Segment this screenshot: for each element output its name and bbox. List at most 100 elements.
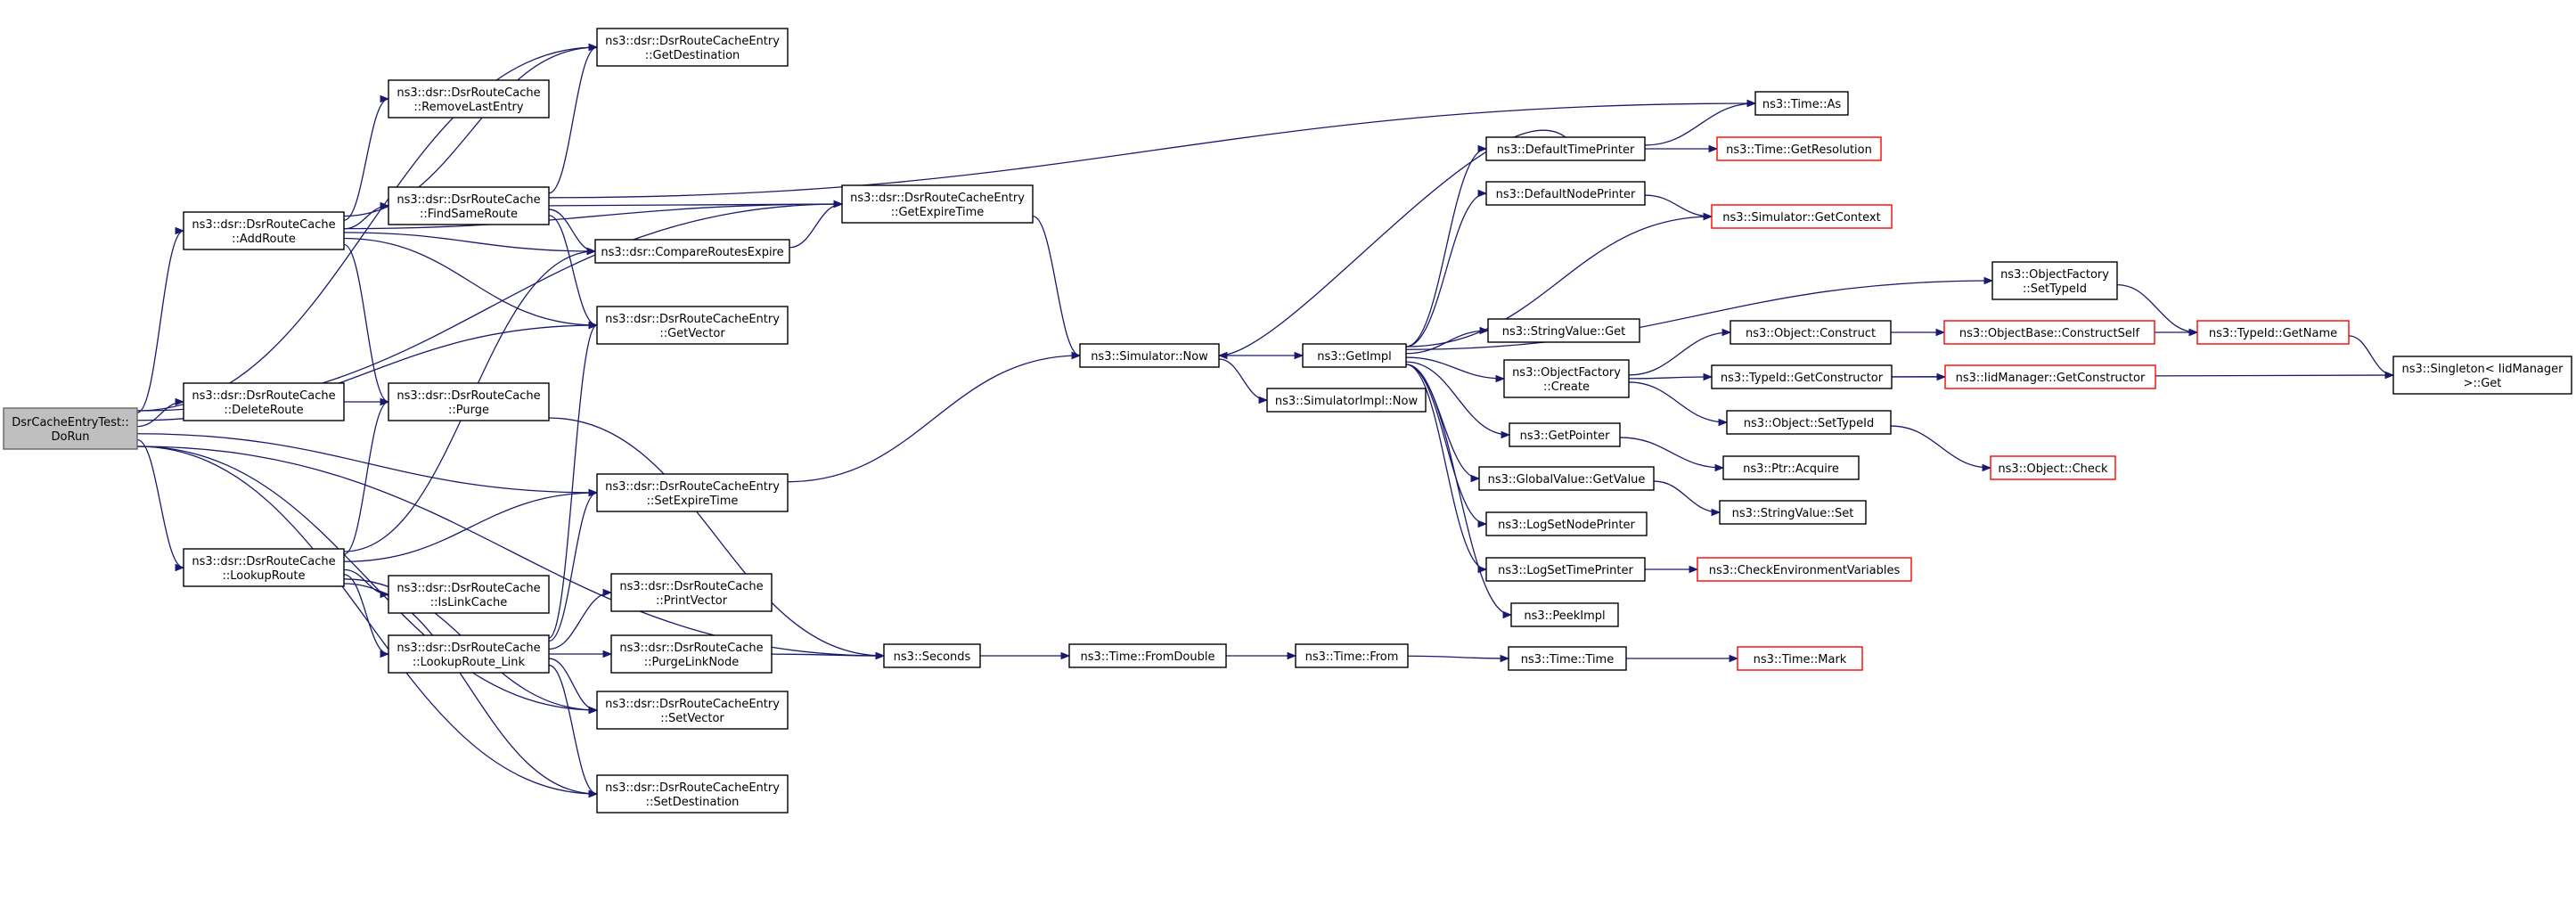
node-box[interactable]	[1485, 557, 1646, 582]
node-timeTime[interactable]: ns3::Time::Time	[1508, 646, 1627, 671]
node-box[interactable]	[1943, 320, 2155, 345]
node-box[interactable]	[1719, 500, 1867, 525]
node-box[interactable]	[388, 575, 550, 614]
node-box[interactable]	[596, 774, 789, 814]
node-typeIdGetConstructor[interactable]: ns3::TypeId::GetConstructor	[1711, 364, 1893, 389]
node-globalValueGetValue[interactable]: ns3::GlobalValue::GetValue	[1478, 466, 1655, 491]
node-box[interactable]	[1944, 364, 2156, 389]
node-singletonGet[interactable]: ns3::Singleton< IidManager>::Get	[2392, 356, 2572, 395]
node-findSameRoute[interactable]: ns3::dsr::DsrRouteCache::FindSameRoute	[388, 186, 550, 225]
node-box[interactable]	[1079, 343, 1220, 368]
node-simImplNow[interactable]: ns3::SimulatorImpl::Now	[1266, 388, 1427, 413]
node-box[interactable]	[2392, 356, 2572, 395]
node-box[interactable]	[388, 634, 550, 674]
node-iidGetConstructor[interactable]: ns3::IidManager::GetConstructor	[1944, 364, 2156, 389]
node-setDestination[interactable]: ns3::dsr::DsrRouteCacheEntry::SetDestina…	[596, 774, 789, 814]
node-compareRoutesExpire[interactable]: ns3::dsr::CompareRoutesExpire	[594, 239, 790, 264]
node-box[interactable]	[1737, 646, 1863, 671]
node-box[interactable]	[1722, 455, 1860, 480]
node-timeMark[interactable]: ns3::Time::Mark	[1737, 646, 1863, 671]
node-objectSetTypeId[interactable]: ns3::Object::SetTypeId	[1726, 410, 1892, 435]
node-box[interactable]	[1509, 422, 1621, 447]
node-stringValueSet[interactable]: ns3::StringValue::Set	[1719, 500, 1867, 525]
node-purge[interactable]: ns3::dsr::DsrRouteCache::Purge	[388, 382, 550, 421]
node-getResolution[interactable]: ns3::Time::GetResolution	[1716, 136, 1882, 161]
node-box[interactable]	[1485, 181, 1646, 206]
node-box[interactable]	[596, 691, 789, 730]
node-box[interactable]	[883, 643, 981, 668]
node-setExpireTime[interactable]: ns3::dsr::DsrRouteCacheEntry::SetExpireT…	[596, 473, 789, 512]
node-box[interactable]	[1295, 643, 1409, 668]
node-box[interactable]	[1485, 511, 1648, 536]
node-box[interactable]	[1711, 364, 1893, 389]
node-defaultNodePrinter[interactable]: ns3::DefaultNodePrinter	[1485, 181, 1646, 206]
node-addRoute[interactable]: ns3::dsr::DsrRouteCache::AddRoute	[183, 211, 345, 250]
node-seconds[interactable]: ns3::Seconds	[883, 643, 981, 668]
node-isLinkCache[interactable]: ns3::dsr::DsrRouteCache::IsLinkCache	[388, 575, 550, 614]
node-box[interactable]	[596, 306, 789, 345]
node-getVector[interactable]: ns3::dsr::DsrRouteCacheEntry::GetVector	[596, 306, 789, 345]
node-box[interactable]	[2196, 320, 2350, 345]
node-typeIdGetName[interactable]: ns3::TypeId::GetName	[2196, 320, 2350, 345]
node-getExpireTime[interactable]: ns3::dsr::DsrRouteCacheEntry::GetExpireT…	[841, 184, 1034, 224]
node-fromDouble[interactable]: ns3::Time::FromDouble	[1068, 643, 1227, 668]
node-getContext[interactable]: ns3::Simulator::GetContext	[1711, 204, 1893, 229]
node-box[interactable]	[610, 634, 773, 674]
node-box[interactable]	[1503, 359, 1630, 398]
node-box[interactable]	[388, 382, 550, 421]
node-box[interactable]	[388, 79, 550, 119]
node-box[interactable]	[596, 28, 789, 67]
node-setVector[interactable]: ns3::dsr::DsrRouteCacheEntry::SetVector	[596, 691, 789, 730]
node-logSetNodePrinter[interactable]: ns3::LogSetNodePrinter	[1485, 511, 1648, 536]
node-box[interactable]	[1990, 455, 2116, 480]
node-box[interactable]	[596, 473, 789, 512]
node-box[interactable]	[594, 239, 790, 264]
node-peekImpl[interactable]: ns3::PeekImpl	[1510, 602, 1619, 627]
node-objectCheck[interactable]: ns3::Object::Check	[1990, 455, 2116, 480]
node-box[interactable]	[1478, 466, 1655, 491]
node-box[interactable]	[1302, 343, 1407, 368]
node-deleteRoute[interactable]: ns3::dsr::DsrRouteCache::DeleteRoute	[183, 382, 345, 421]
node-box[interactable]	[388, 186, 550, 225]
node-defaultTimePrinter[interactable]: ns3::DefaultTimePrinter	[1485, 136, 1646, 161]
node-printVector[interactable]: ns3::dsr::DsrRouteCache::PrintVector	[610, 573, 773, 612]
node-checkEnvVars[interactable]: ns3::CheckEnvironmentVariables	[1697, 557, 1912, 582]
node-box[interactable]	[1068, 643, 1227, 668]
node-ptrAcquire[interactable]: ns3::Ptr::Acquire	[1722, 455, 1860, 480]
node-box[interactable]	[183, 211, 345, 250]
node-box[interactable]	[610, 573, 773, 612]
node-box[interactable]	[1510, 602, 1619, 627]
node-getImpl[interactable]: ns3::GetImpl	[1302, 343, 1407, 368]
node-purgeLinkNode[interactable]: ns3::dsr::DsrRouteCache::PurgeLinkNode	[610, 634, 773, 674]
node-constructSelf[interactable]: ns3::ObjectBase::ConstructSelf	[1943, 320, 2155, 345]
node-box[interactable]	[183, 382, 345, 421]
node-objectFactoryCreate[interactable]: ns3::ObjectFactory::Create	[1503, 359, 1630, 398]
node-getPointer[interactable]: ns3::GetPointer	[1509, 422, 1621, 447]
node-box[interactable]	[1485, 136, 1646, 161]
node-box[interactable]	[841, 184, 1034, 224]
node-box[interactable]	[1726, 410, 1892, 435]
node-lookupRoute[interactable]: ns3::dsr::DsrRouteCache::LookupRoute	[183, 548, 345, 587]
node-box[interactable]	[1716, 136, 1882, 161]
node-getDestination[interactable]: ns3::dsr::DsrRouteCacheEntry::GetDestina…	[596, 28, 789, 67]
node-box[interactable]	[1508, 646, 1627, 671]
node-simNow[interactable]: ns3::Simulator::Now	[1079, 343, 1220, 368]
node-box[interactable]	[1754, 91, 1849, 116]
node-box[interactable]	[1697, 557, 1912, 582]
node-box[interactable]	[3, 407, 138, 450]
node-box[interactable]	[1991, 261, 2118, 300]
node-box[interactable]	[1266, 388, 1427, 413]
node-timeAs[interactable]: ns3::Time::As	[1754, 91, 1849, 116]
node-stringValueGet[interactable]: ns3::StringValue::Get	[1487, 318, 1640, 343]
node-box[interactable]	[1730, 320, 1892, 345]
node-objectConstruct[interactable]: ns3::Object::Construct	[1730, 320, 1892, 345]
node-box[interactable]	[183, 548, 345, 587]
node-doRun[interactable]: DsrCacheEntryTest::DoRun	[3, 407, 138, 450]
node-lookupRouteLink[interactable]: ns3::dsr::DsrRouteCache::LookupRoute_Lin…	[388, 634, 550, 674]
node-box[interactable]	[1487, 318, 1640, 343]
node-removeLastEntry[interactable]: ns3::dsr::DsrRouteCache::RemoveLastEntry	[388, 79, 550, 119]
node-box[interactable]	[1711, 204, 1893, 229]
node-timeFrom[interactable]: ns3::Time::From	[1295, 643, 1409, 668]
node-objectFactorySetTypeId[interactable]: ns3::ObjectFactory::SetTypeId	[1991, 261, 2118, 300]
node-logSetTimePrinter[interactable]: ns3::LogSetTimePrinter	[1485, 557, 1646, 582]
